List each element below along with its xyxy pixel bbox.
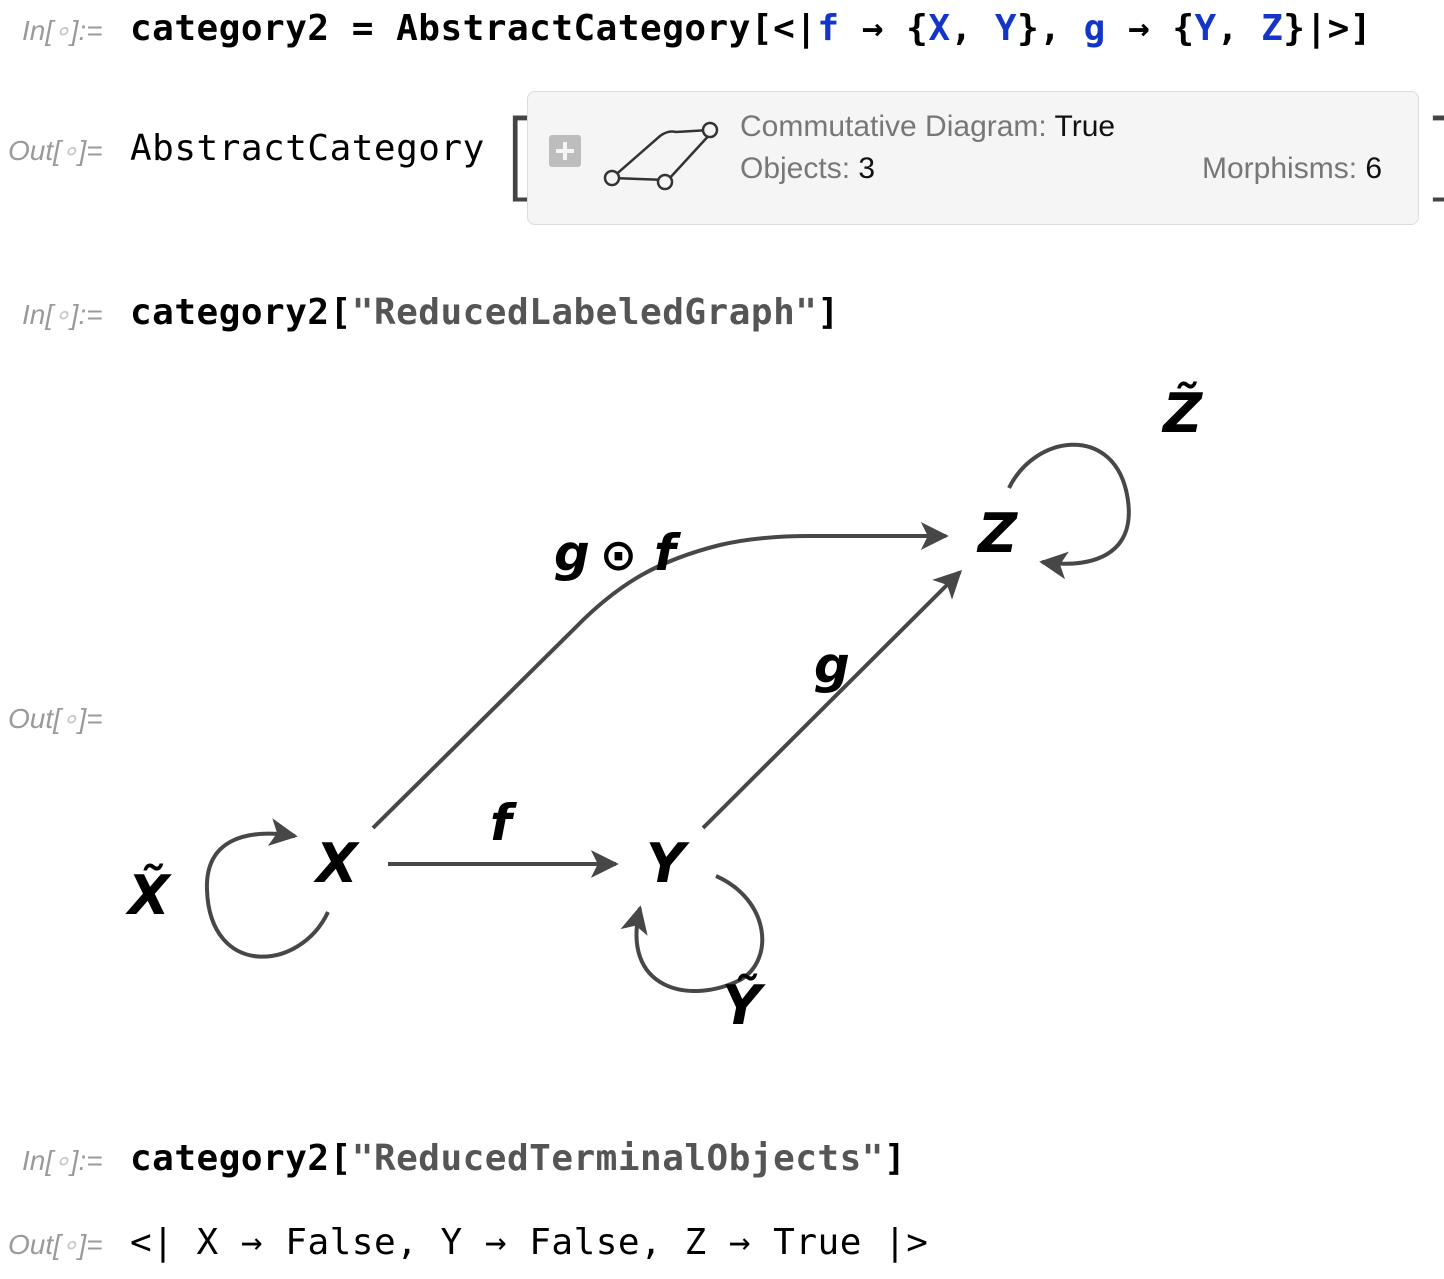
bracket-open: [ <box>329 1138 352 1179</box>
result-value-Z: True <box>773 1222 862 1263</box>
in-label-dot: ∘ <box>53 1145 71 1176</box>
out-label-text: Out[ <box>8 135 61 166</box>
result-key-X: X <box>196 1222 219 1263</box>
in-label-text: In[ <box>22 299 54 330</box>
assoc-open: <| <box>130 1222 175 1263</box>
output-label: Out[∘]= <box>8 702 103 735</box>
edge-label-f: f <box>490 794 517 852</box>
loop-label-X: X̃ <box>125 864 172 927</box>
string-arg: "ReducedLabeledGraph" <box>351 292 818 333</box>
out-label-close: ]= <box>78 1229 103 1260</box>
out-label-close: ]= <box>78 703 103 734</box>
objects-value: 3 <box>858 152 876 185</box>
list-close: } <box>1283 8 1306 49</box>
string-arg: "ReducedTerminalObjects" <box>351 1138 884 1179</box>
objects-field: Objects: 3 <box>740 152 875 186</box>
var-name: category2 <box>130 1138 330 1179</box>
edge-label-gf-g: g <box>554 524 590 582</box>
in-label-close: ]:= <box>70 299 103 330</box>
node-Z: Z <box>976 502 1018 565</box>
edge-g-compose-f <box>371 522 949 830</box>
rule-arrow: → <box>839 8 907 49</box>
morphisms-value: 6 <box>1365 152 1383 185</box>
output-label: Out[∘]= <box>8 134 103 167</box>
in-label-close: ]:= <box>70 1145 103 1176</box>
list-close: } <box>1017 8 1040 49</box>
out-label-dot: ∘ <box>60 1229 79 1260</box>
assoc-open: [<| <box>750 8 818 49</box>
result-key-Z: Z <box>684 1222 707 1263</box>
result-value-X: False <box>285 1222 397 1263</box>
commutative-value: True <box>1054 110 1116 143</box>
rule-arrow: → <box>706 1222 774 1263</box>
node-X: X <box>313 832 360 895</box>
function-name: AbstractCategory <box>396 8 751 49</box>
in-label-close: ]:= <box>70 15 103 46</box>
list-open: { <box>1172 8 1195 49</box>
in-label-dot: ∘ <box>53 15 71 46</box>
comma: , <box>640 1222 685 1263</box>
rule-arrow: → <box>1105 8 1173 49</box>
obj-Y: Y <box>994 8 1018 49</box>
input-cell-3[interactable]: category2["ReducedTerminalObjects"] <box>130 1138 906 1179</box>
obj-Y: Y <box>1194 8 1217 49</box>
morphisms-key: Morphisms: <box>1202 152 1366 185</box>
key-g: g <box>1083 8 1106 49</box>
assign-op: = <box>329 8 397 49</box>
summary-head: AbstractCategory <box>130 128 485 169</box>
commutative-field: Commutative Diagram: True <box>740 110 1115 144</box>
input-label: In[∘]:= <box>22 298 103 331</box>
comma: , <box>950 8 995 49</box>
assoc-close: |> <box>884 1222 929 1263</box>
input-label: In[∘]:= <box>22 14 103 47</box>
obj-Z: Z <box>1261 8 1284 49</box>
in-label-text: In[ <box>22 1145 54 1176</box>
input-label: In[∘]:= <box>22 1144 103 1177</box>
assoc-close: |>] <box>1305 8 1372 49</box>
edge-label-gf-f: f <box>654 524 681 582</box>
loop-X <box>204 818 330 959</box>
edge-g <box>701 570 962 830</box>
terminal-objects-output: <| X → False, Y → False, Z → True |> <box>130 1222 928 1263</box>
node-Y: Y <box>646 832 690 895</box>
comma: , <box>396 1222 441 1263</box>
result-key-Y: Y <box>440 1222 463 1263</box>
expand-plus-icon[interactable] <box>549 135 581 167</box>
in-label-dot: ∘ <box>53 299 71 330</box>
comma: , <box>1216 8 1262 49</box>
loop-label-Z: Z̃ <box>1161 382 1203 445</box>
in-label-text: In[ <box>22 15 54 46</box>
bracket-close: ] <box>883 1138 907 1179</box>
commutative-key: Commutative Diagram: <box>740 110 1055 143</box>
morphisms-field: Morphisms: 6 <box>1202 152 1382 186</box>
list-open: { <box>906 8 929 49</box>
loop-Z <box>1007 442 1131 580</box>
out-label-text: Out[ <box>8 703 61 734</box>
var-name: category2 <box>130 292 330 333</box>
input-cell-2[interactable]: category2["ReducedLabeledGraph"] <box>130 292 840 333</box>
bracket-close: ] <box>817 292 840 333</box>
key-f: f <box>817 8 840 49</box>
input-cell-1[interactable]: category2 = AbstractCategory[<|f → {X, Y… <box>130 8 1372 49</box>
result-value-Y: False <box>529 1222 641 1263</box>
obj-X: X <box>928 8 951 49</box>
out-label-close: ]= <box>78 135 103 166</box>
out-label-dot: ∘ <box>60 703 79 734</box>
objects-key: Objects: <box>740 152 859 185</box>
bracket-open: [ <box>329 292 352 333</box>
rule-arrow: → <box>462 1222 530 1263</box>
output-label: Out[∘]= <box>8 1228 103 1261</box>
loop-label-Y: Ỹ <box>722 974 766 1037</box>
edge-label-g: g <box>814 636 850 694</box>
comma: , <box>1039 8 1084 49</box>
out-label-dot: ∘ <box>60 135 79 166</box>
out-label-text: Out[ <box>8 1229 61 1260</box>
summary-close-bracket: ] <box>1422 108 1444 204</box>
edge-label-gf-op: ⊙ <box>600 530 637 581</box>
var-name: category2 <box>130 8 330 49</box>
rule-arrow: → <box>218 1222 286 1263</box>
loop-Y <box>620 874 765 993</box>
